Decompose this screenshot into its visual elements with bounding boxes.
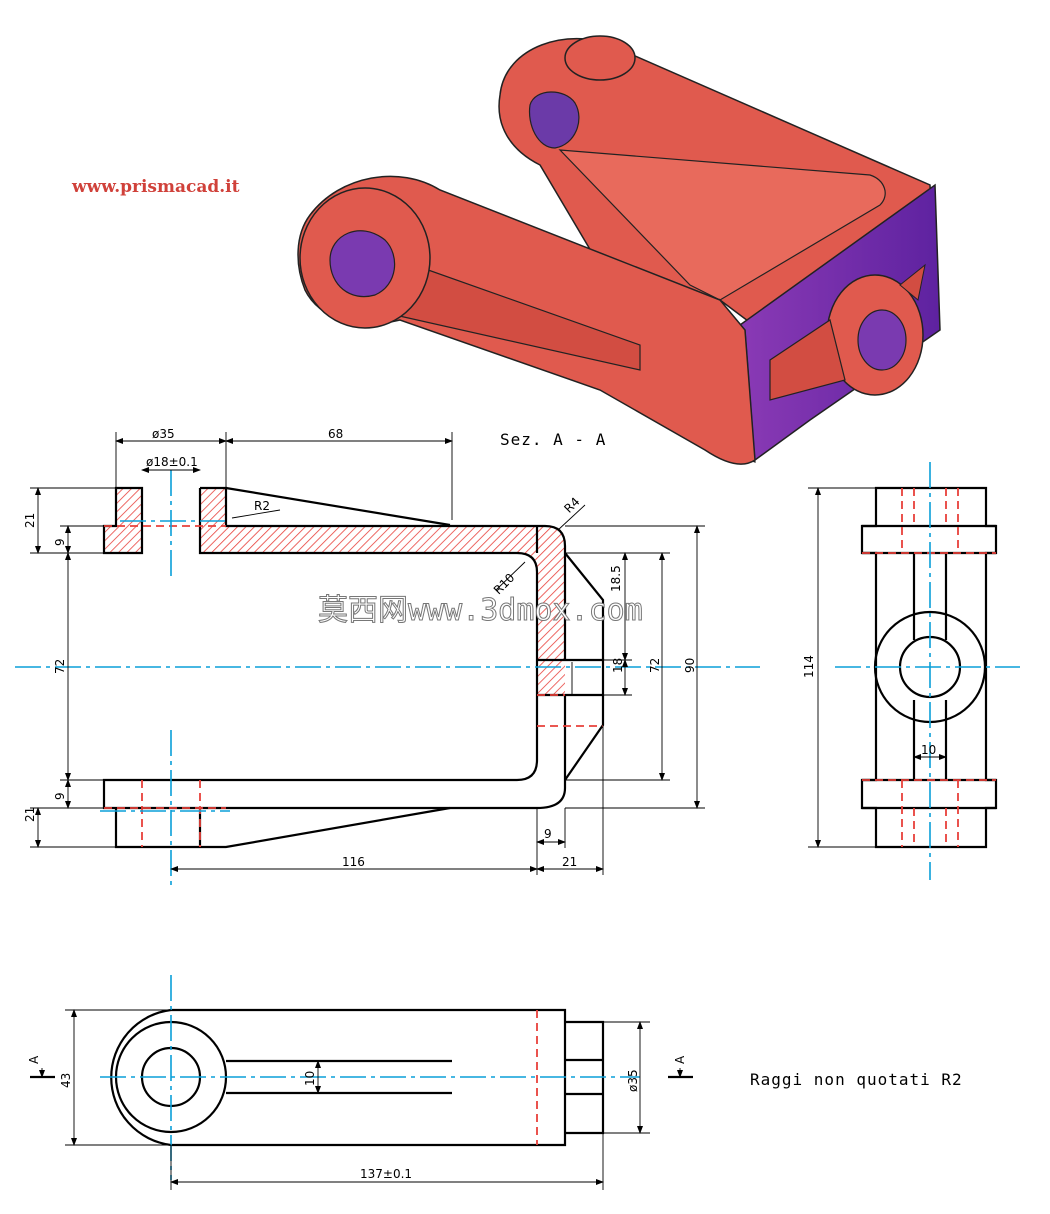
isometric-part-render: [297, 35, 941, 465]
dim-72-left: 72: [53, 659, 67, 674]
dim-68: 68: [328, 427, 343, 441]
dim-114: 114: [802, 655, 816, 678]
top-view: 43 10 ø35 137±0.1 A A: [27, 975, 693, 1190]
watermark: 莫西网www.3dmox.com: [318, 593, 643, 628]
section-mark-left: A: [27, 1055, 41, 1064]
dim-d35-top-view: ø35: [626, 1069, 640, 1092]
radius-note: Raggi non quotati R2: [750, 1070, 963, 1089]
dim-9-bottom: 9: [53, 792, 67, 800]
dim-10-side: 10: [921, 743, 936, 757]
dim-d35-top: ø35: [152, 427, 175, 441]
dim-21-top: 21: [23, 513, 37, 528]
dim-21-bottom: 21: [23, 807, 37, 822]
section-label: Sez. A - A: [500, 430, 606, 449]
dim-18: 18: [611, 658, 625, 673]
front-section-view: ø35 68 ø18±0.1 R2 R4 R10 18.5 18 72 90: [15, 427, 760, 885]
dim-r2: R2: [254, 499, 270, 513]
dim-d18: ø18±0.1: [146, 455, 198, 469]
section-mark-right: A: [673, 1055, 687, 1064]
dim-90: 90: [683, 658, 697, 673]
dim-18-5: 18.5: [609, 565, 623, 592]
dim-9-width: 9: [544, 827, 552, 841]
dim-r4: R4: [561, 495, 582, 516]
dim-9-top: 9: [53, 538, 67, 546]
dim-137: 137±0.1: [360, 1167, 412, 1181]
dim-72-right: 72: [648, 658, 662, 673]
side-view: 114 10: [802, 462, 1020, 880]
dim-116: 116: [342, 855, 365, 869]
dim-10-top: 10: [303, 1071, 317, 1086]
dim-21-width: 21: [562, 855, 577, 869]
website-label: www.prismacad.it: [71, 177, 240, 197]
dim-43: 43: [59, 1073, 73, 1088]
